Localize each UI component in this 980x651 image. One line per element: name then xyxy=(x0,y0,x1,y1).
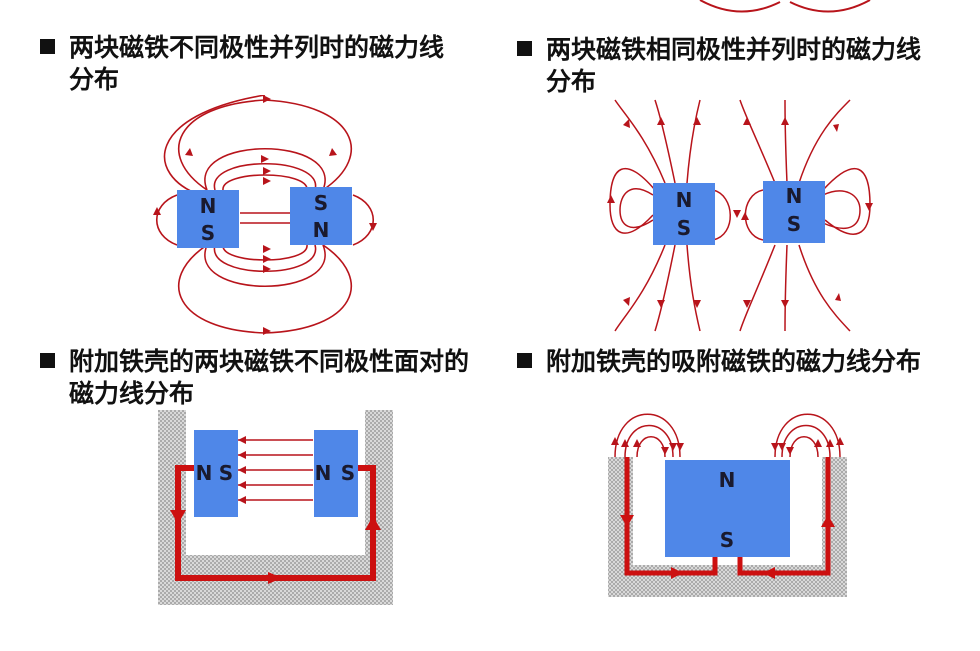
pole-label: S xyxy=(201,221,215,245)
pole-label: S xyxy=(677,216,691,240)
magnet-right xyxy=(763,181,825,243)
pole-label: N xyxy=(676,188,693,212)
iron-shell xyxy=(158,410,393,605)
bullet-icon xyxy=(517,41,532,56)
iron-shell xyxy=(608,457,847,597)
bullet-icon xyxy=(40,353,55,368)
pole-label: N xyxy=(196,461,213,485)
pole-label: N xyxy=(719,468,736,492)
bullet-icon xyxy=(517,353,532,368)
caption-bottom-left: 附加铁壳的两块磁铁不同极性面对的 磁力线分布 xyxy=(40,346,469,410)
magnet-right xyxy=(290,187,352,245)
magnet-left xyxy=(194,430,238,517)
pole-label: S xyxy=(314,191,328,215)
magnet-left xyxy=(177,190,239,248)
cropped-field-lines-top xyxy=(699,0,871,13)
diagram-opposite-poles-side-by-side: N S S N xyxy=(153,95,377,335)
diagram-same-poles-side-by-side: N S N S xyxy=(607,99,873,332)
magnet-right xyxy=(314,430,358,517)
bullet-icon xyxy=(40,39,55,54)
pole-label: N xyxy=(200,194,217,218)
magnet-left xyxy=(653,183,715,245)
caption-bottom-right: 附加铁壳的吸附磁铁的磁力线分布 xyxy=(517,346,921,378)
diagram-iron-shell-facing-poles: N S N S xyxy=(158,410,393,605)
pole-label: S xyxy=(219,461,233,485)
pole-label: S xyxy=(341,461,355,485)
caption-top-right: 两块磁铁相同极性并列时的磁力线 分布 xyxy=(517,34,921,98)
caption-top-left: 两块磁铁不同极性并列时的磁力线 分布 xyxy=(40,32,444,96)
magnet xyxy=(665,460,790,557)
pole-label: S xyxy=(787,212,801,236)
pole-label: N xyxy=(786,184,803,208)
pole-label: S xyxy=(720,528,734,552)
pole-label: N xyxy=(315,461,332,485)
diagram-iron-shell-suction-magnet: N S xyxy=(608,413,847,597)
pole-label: N xyxy=(313,218,330,242)
